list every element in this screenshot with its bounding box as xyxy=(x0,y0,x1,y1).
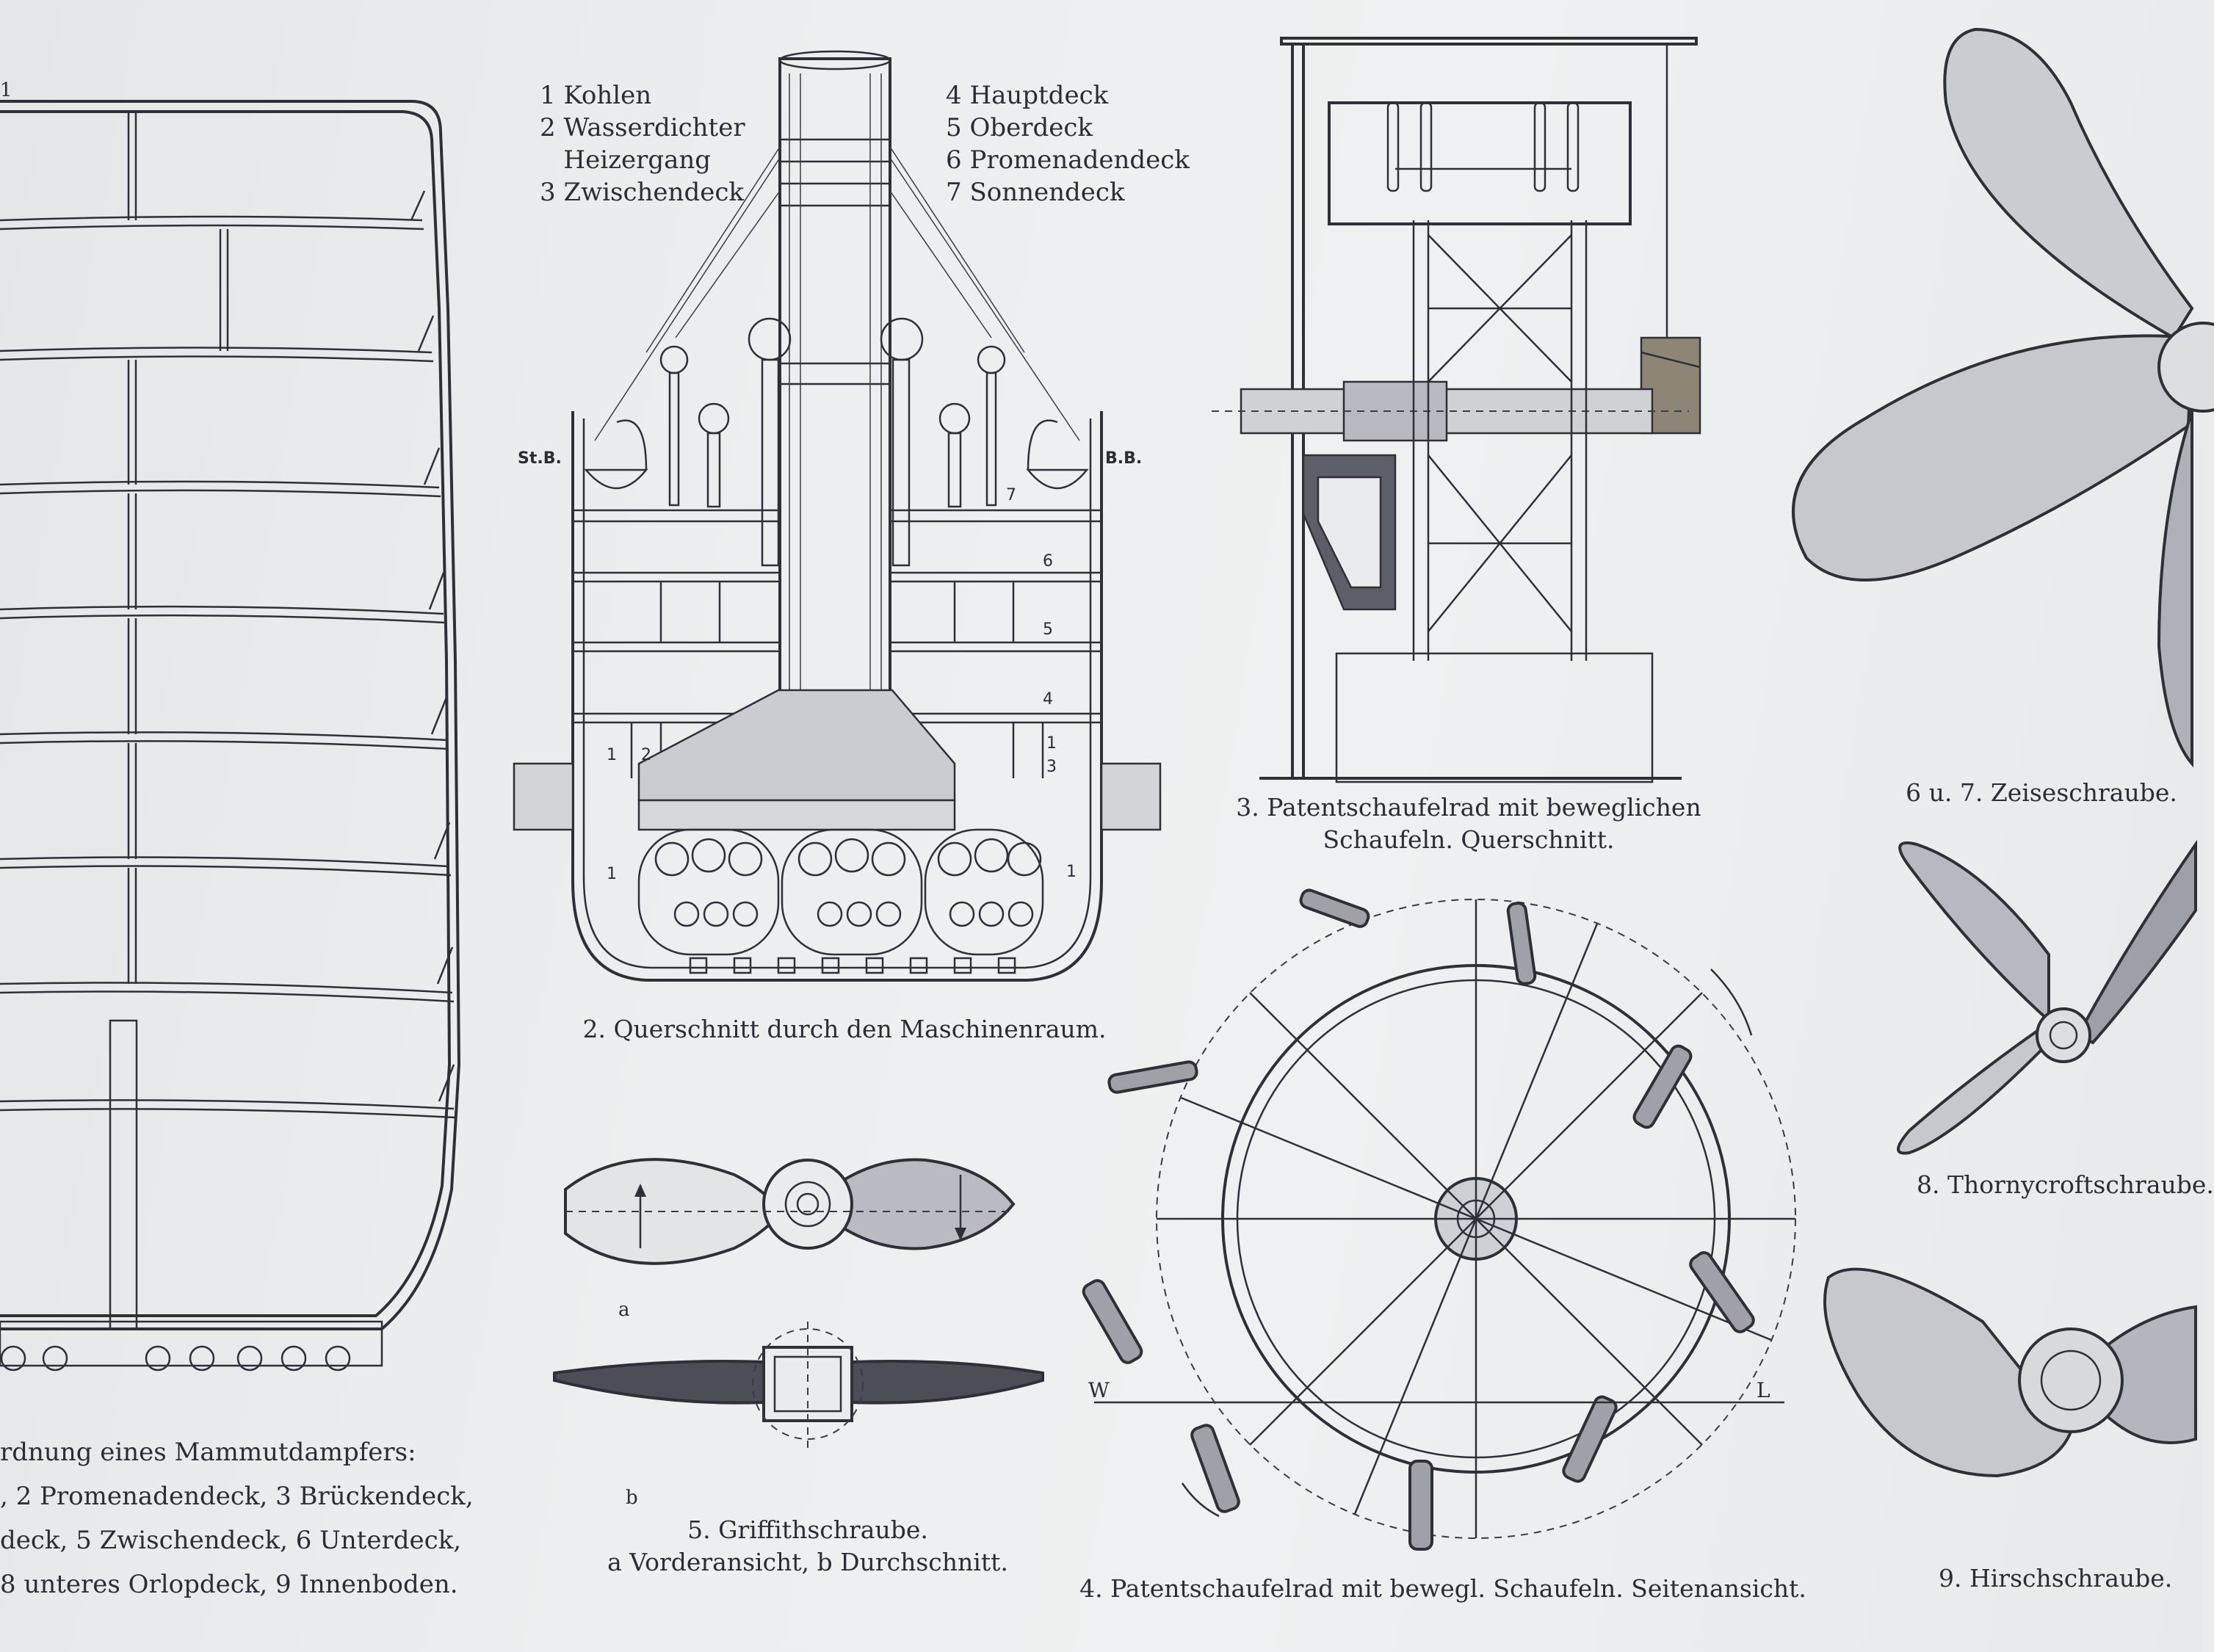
fig2-legend-left-2: 2 Wasserdichter xyxy=(540,113,745,142)
fig2-deck-number: 7 xyxy=(1006,486,1016,504)
fig5-caption-line1: 5. Griffithschraube. xyxy=(687,1515,928,1544)
fig4-label-w: W xyxy=(1088,1378,1110,1402)
fig5-label-b: b xyxy=(626,1487,638,1509)
fig2-deck-number: 1 xyxy=(607,865,617,883)
fig2-legend-left-3: Heizergang xyxy=(540,145,712,175)
fig5-caption-line2: a Vorderansicht, b Durchschnitt. xyxy=(607,1548,1008,1576)
fig4-label-l: L xyxy=(1757,1378,1770,1402)
fig2-legend-left-4: 3 Zwischendeck xyxy=(540,178,744,207)
fig5a-griffith-front-drawing xyxy=(564,1158,1016,1265)
fig1-corner-mark: 1 xyxy=(0,79,12,101)
fig9-hirsch-screw-drawing xyxy=(1823,1267,2197,1478)
fig2-deck-number: 1 xyxy=(1046,734,1057,753)
fig8-caption: 8. Thornycroftschraube. xyxy=(1917,1170,2214,1199)
fig4-caption: 4. Patentschaufelrad mit bewegl. Schaufe… xyxy=(1079,1574,1806,1603)
fig2-engine-room-section-drawing xyxy=(513,50,1162,982)
fig3-caption-line2: Schaufeln. Querschnitt. xyxy=(1323,825,1615,854)
fig2-deck-number: 6 xyxy=(1043,552,1053,570)
fig8-thornycroft-screw-drawing xyxy=(1897,839,2197,1155)
fig2-deck-number: 1 xyxy=(1066,863,1077,881)
fig2-legend-right-2: 5 Oberdeck xyxy=(946,113,1093,142)
fig2-label-port: B.B. xyxy=(1105,449,1143,468)
fig2-caption: 2. Querschnitt durch den Maschinenraum. xyxy=(582,1015,1107,1043)
fig2-label-starboard: St.B. xyxy=(518,449,562,468)
fig9-caption: 9. Hirschschraube. xyxy=(1939,1564,2173,1593)
fig2-deck-number: 1 xyxy=(607,746,617,764)
fig1-caption-line2: , 2 Promenadendeck, 3 Brückendeck, xyxy=(0,1482,474,1511)
fig1-caption-line3: deck, 5 Zwischendeck, 6 Unterdeck, xyxy=(0,1526,462,1555)
fig3-caption-line1: 3. Patentschaufelrad mit beweglichen xyxy=(1236,793,1701,822)
fig1-caption-line1: rdnung eines Mammutdampfers: xyxy=(0,1438,416,1467)
fig2-deck-number: 3 xyxy=(1046,758,1057,776)
fig4-paddle-wheel-side-drawing xyxy=(1082,888,1796,1551)
fig67-caption: 6 u. 7. Zeiseschraube. xyxy=(1906,778,2177,807)
fig2-legend-right-4: 7 Sonnendeck xyxy=(946,178,1125,207)
fig5b-griffith-section-drawing xyxy=(553,1322,1044,1450)
fig5-label-a: a xyxy=(618,1299,630,1321)
fig2-legend-right-3: 6 Promenadendeck xyxy=(946,145,1190,175)
fig67-zeise-screw-drawing xyxy=(1792,27,2214,768)
fig2-deck-number: 5 xyxy=(1043,620,1053,639)
fig1-hull-frame-drawing xyxy=(0,100,461,1372)
fig2-legend-right-1: 4 Hauptdeck xyxy=(946,81,1109,110)
fig2-legend-left-1: 1 Kohlen xyxy=(540,81,652,110)
fig1-caption-line4: 8 unteres Orlopdeck, 9 Innenboden. xyxy=(0,1570,458,1599)
fig2-deck-number: 4 xyxy=(1043,690,1053,709)
fig2-deck-number: 2 xyxy=(641,746,651,764)
fig3-paddle-wheel-section-drawing xyxy=(1212,37,1701,783)
